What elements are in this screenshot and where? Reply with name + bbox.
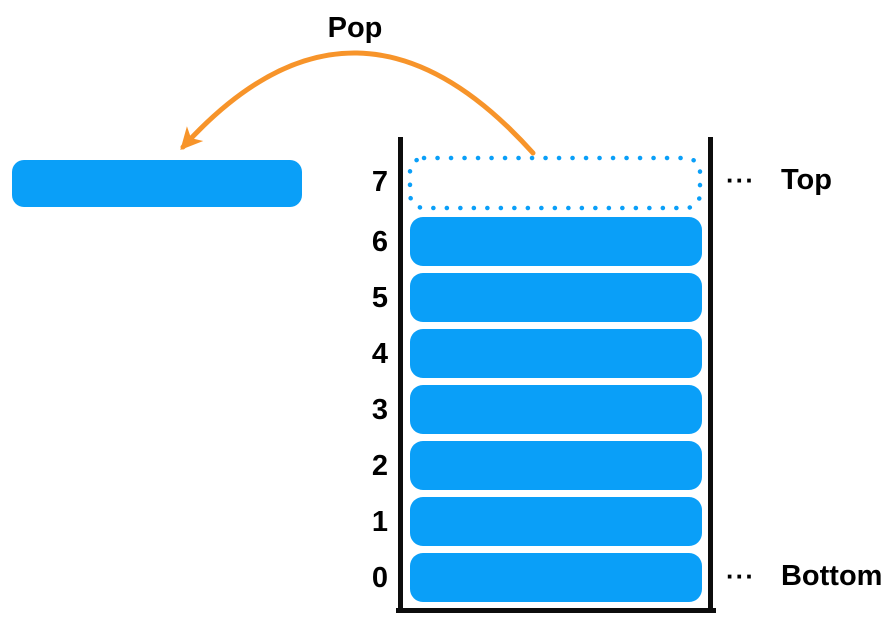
slot-index-label: 0: [371, 561, 388, 594]
slot-index-label: 3: [371, 393, 388, 426]
pop-operation-label: Pop: [327, 12, 383, 44]
stack-bottom-wall: [396, 608, 716, 613]
slot-index-label: 5: [371, 281, 388, 314]
stack-block: [410, 441, 702, 490]
stack-left-wall: [398, 137, 403, 613]
stack-block: [410, 553, 702, 602]
top-ellipsis: ···: [726, 164, 755, 195]
stack-slot-empty-dotted: [406, 155, 704, 211]
stack-block: [410, 329, 702, 378]
slot-index-label: 1: [371, 505, 388, 538]
slot-index-label: 7: [371, 166, 388, 198]
stack-block: [410, 385, 702, 434]
bottom-label: Bottom: [780, 559, 883, 592]
slot-index-label: 6: [371, 225, 388, 258]
bottom-ellipsis: ···: [726, 560, 755, 591]
top-marker: ··· Top: [726, 160, 832, 200]
stack-right-wall: [708, 137, 713, 613]
popped-element-block: [12, 160, 302, 207]
stack-block: [410, 497, 702, 546]
stack-block: [410, 217, 702, 266]
bottom-marker: ··· Bottom: [726, 556, 882, 596]
slot-index-label: 4: [371, 337, 388, 370]
slot-index-label: 2: [371, 449, 388, 482]
stack-block: [410, 273, 702, 322]
top-label: Top: [780, 163, 832, 196]
